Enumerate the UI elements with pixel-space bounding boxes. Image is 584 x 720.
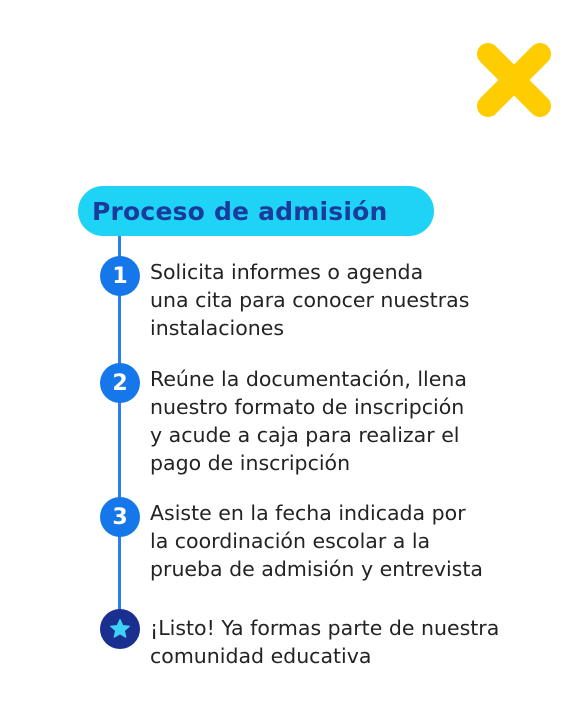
title-badge: Proceso de admisión: [78, 186, 434, 236]
star-icon: [110, 618, 130, 638]
step-text: Asiste en la fecha indicada por la coord…: [150, 501, 483, 581]
step-number-badge: 1: [100, 256, 140, 296]
final-step-badge: [100, 609, 140, 649]
final-step-text: ¡Listo! Ya formas parte de nuestra comun…: [150, 616, 500, 668]
step-number-badge: 3: [100, 497, 140, 537]
step-text: Solicita informes o agenda una cita para…: [150, 260, 470, 340]
close-button[interactable]: [474, 40, 554, 120]
timeline-line: [118, 236, 121, 630]
step-number-badge: 2: [100, 363, 140, 403]
step-text: Reúne la documentación, llena nuestro fo…: [150, 367, 467, 475]
page-title: Proceso de admisión: [92, 196, 388, 226]
close-icon: [477, 43, 551, 117]
